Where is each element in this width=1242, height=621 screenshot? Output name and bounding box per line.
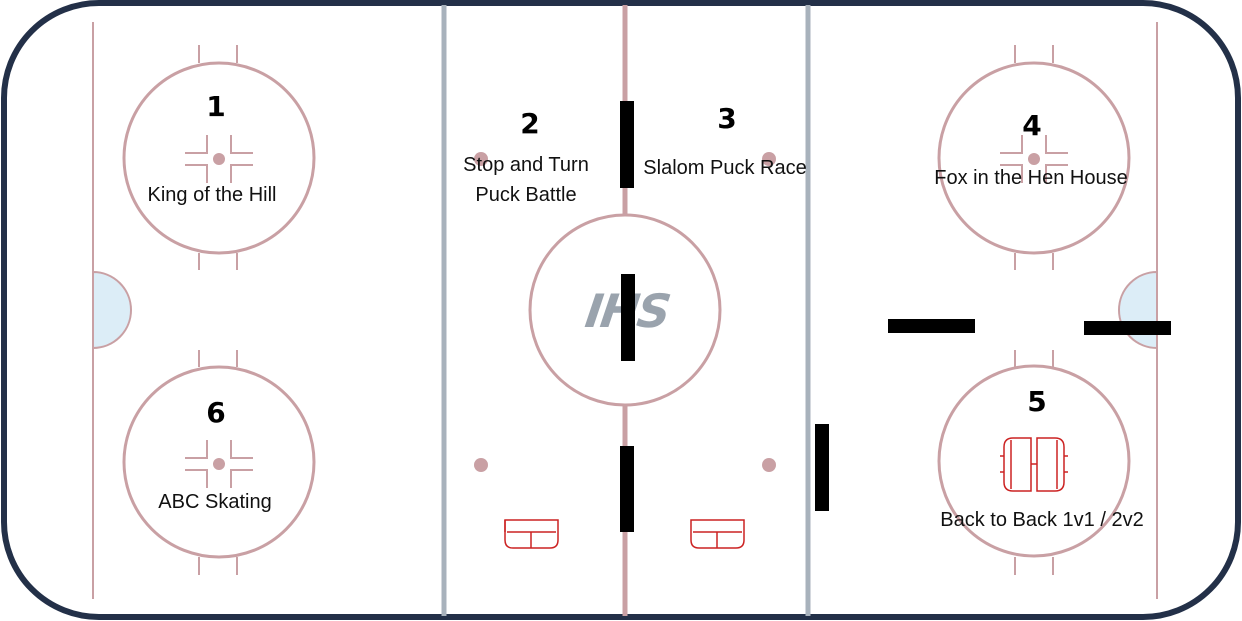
- barrier-right-blue-line: [815, 424, 829, 511]
- portable-net-left: [504, 519, 559, 549]
- station-3-label: Slalom Puck Race: [643, 157, 806, 179]
- station-2-label-line-2: Puck Battle: [475, 184, 576, 206]
- station-2-number: 2: [520, 107, 539, 140]
- faceoff-dot-neutral-top-right: [762, 152, 776, 166]
- faceoff-dot-neutral-bottom-right: [762, 458, 776, 472]
- portable-net-right: [690, 519, 745, 549]
- faceoff-circle-top-left: [122, 45, 316, 270]
- station-1-number: 1: [206, 90, 225, 123]
- station-6-number: 6: [206, 396, 225, 429]
- faceoff-circle-bottom-right: [937, 350, 1131, 575]
- goal-crease-left: [92, 270, 132, 350]
- station-5-label: Back to Back 1v1 / 2v2: [940, 509, 1143, 531]
- station-4-number: 4: [1022, 109, 1041, 142]
- back-to-back-nets: [1000, 437, 1068, 492]
- faceoff-dot-neutral-top-left: [474, 152, 488, 166]
- station-2-label-line-1: Stop and Turn: [463, 154, 589, 176]
- station-3-number: 3: [717, 102, 736, 135]
- station-4-label: Fox in the Hen House: [934, 167, 1127, 189]
- faceoff-circle-top-right: [937, 45, 1131, 270]
- faceoff-dot-neutral-bottom-left: [474, 458, 488, 472]
- barrier-right-zone-left: [888, 319, 975, 333]
- barrier-center-middle: [621, 274, 635, 361]
- station-5-number: 5: [1027, 385, 1046, 418]
- faceoff-circle-bottom-left: [122, 350, 316, 575]
- barrier-center-top: [620, 101, 634, 188]
- station-1-label: King of the Hill: [148, 184, 277, 206]
- station-6-label: ABC Skating: [158, 491, 271, 513]
- barrier-right-zone-right: [1084, 321, 1171, 335]
- barrier-center-bottom: [620, 446, 634, 532]
